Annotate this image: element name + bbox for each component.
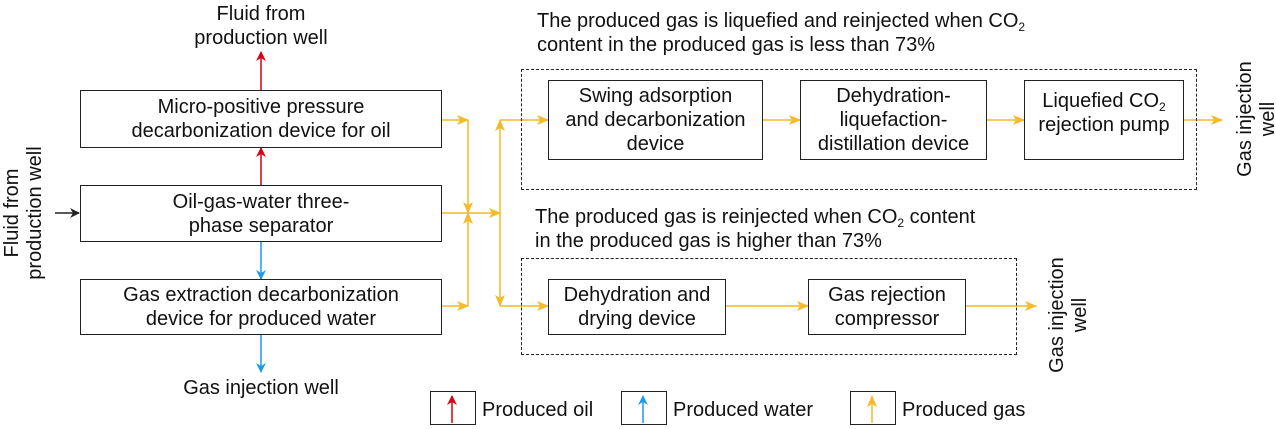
label-line: well	[1069, 297, 1091, 333]
top-fluid-label: Fluid from production well	[180, 2, 342, 50]
compression-route-group	[521, 258, 1017, 355]
box-line: compressor	[834, 308, 940, 330]
caption-line-1: The produced gas is liquefied and reinje…	[537, 9, 1025, 33]
legend-swatch-oil	[430, 391, 476, 425]
caption-text: The produced gas is reinjected when CO	[535, 206, 898, 228]
label-line: Gas injection	[1046, 257, 1068, 373]
arrow-up-icon	[638, 395, 648, 423]
legend-label-water: Produced water	[673, 399, 814, 421]
label-line: Gas injection	[1234, 61, 1256, 177]
box-line: Gas extraction decarbonization	[123, 284, 399, 306]
legend-swatch-water	[621, 391, 667, 425]
label-line: production well	[194, 27, 328, 49]
box-line: liquefaction-	[839, 109, 948, 131]
label-line: Fluid from	[216, 3, 306, 25]
box-line: Dehydration and	[563, 284, 711, 306]
three-phase-separator: Oil-gas-water three-phase separator	[80, 185, 442, 242]
left-fluid-label: Fluid from production well	[1, 133, 47, 293]
box-text: Liquefied CO	[1042, 90, 1160, 112]
bottom-gas-injection-well-label: Gas injection well	[183, 377, 339, 399]
caption-line-2: content in the produced gas is less than…	[537, 34, 936, 56]
top-group-caption: The produced gas is liquefied and reinje…	[537, 9, 1025, 57]
box-line: and decarbonization	[565, 109, 746, 131]
caption-line-1: The produced gas is reinjected when CO2 …	[535, 205, 975, 229]
label-line: Fluid from	[1, 168, 23, 258]
subscript: 2	[1159, 100, 1166, 114]
box-line: Liquefied CO2	[1038, 89, 1169, 113]
box-line: device for produced water	[145, 308, 377, 330]
box-line: drying device	[578, 308, 696, 330]
box-line: Oil-gas-water three-	[172, 190, 350, 213]
caption-text: content	[904, 206, 976, 228]
legend-swatch-gas	[850, 391, 896, 425]
legend-label-gas: Produced gas	[902, 399, 1026, 421]
label-line: well	[1257, 101, 1276, 137]
box-line: Gas rejection	[828, 284, 946, 306]
box-line: Dehydration-	[836, 85, 951, 107]
subscript: 2	[1018, 20, 1026, 34]
subscript: 2	[897, 216, 905, 230]
label-line: production well	[24, 146, 46, 280]
legend-label-oil: Produced oil	[482, 399, 594, 421]
right-bottom-gas-injection-well-label: Gas injection well	[1046, 252, 1092, 378]
box-line: decarbonization device for oil	[131, 120, 391, 142]
box-line: Micro-positive pressure	[157, 96, 365, 118]
bottom-group-caption: The produced gas is reinjected when CO2 …	[535, 205, 975, 253]
arrow-up-icon	[447, 395, 457, 423]
caption-text: The produced gas is liquefied and reinje…	[537, 10, 1019, 32]
arrow-up-icon	[867, 395, 877, 423]
box-line: Swing adsorption	[578, 85, 733, 107]
liquefaction-route-group	[521, 69, 1197, 190]
box-line: distillation device	[817, 133, 970, 155]
box-line: device	[626, 133, 685, 155]
box-line: rejection pump	[1038, 114, 1170, 136]
right-top-gas-injection-well-label: Gas injection well	[1234, 56, 1276, 182]
dehydration-liquefaction-distillation-device: Dehydration-liquefaction-distillation de…	[800, 80, 987, 160]
box-line: phase separator	[188, 214, 334, 237]
caption-line-2: in the produced gas is higher than 73%	[535, 230, 882, 252]
